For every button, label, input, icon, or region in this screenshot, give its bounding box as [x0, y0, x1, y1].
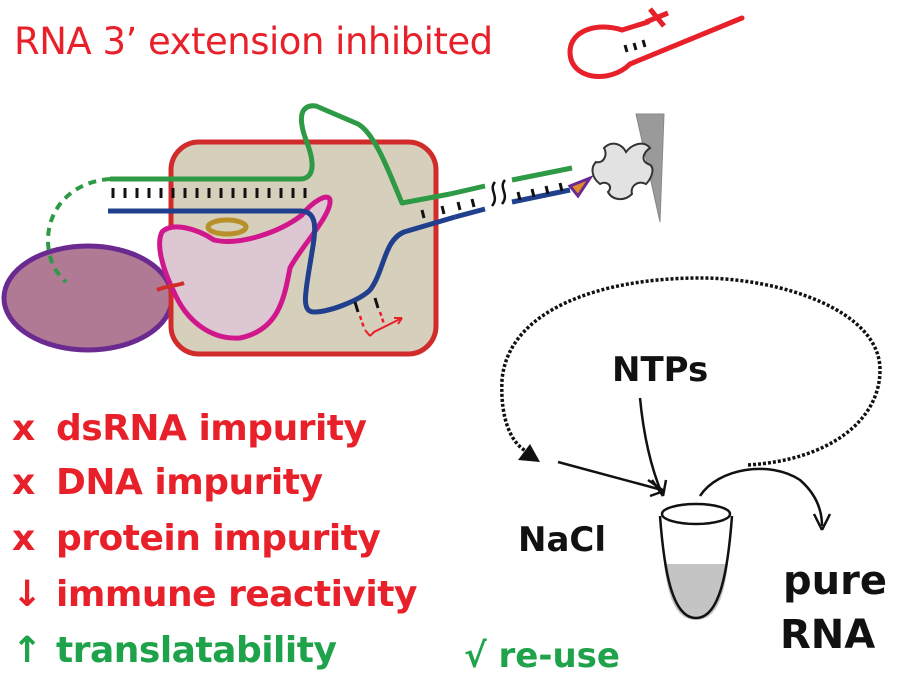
downstream-base-pairs [420, 182, 564, 219]
purple-protein-domain [1, 243, 175, 353]
benefit-label: DNA impurity [56, 462, 323, 503]
benefit-protein: x protein impurity [12, 518, 381, 559]
blocked-x-icon [645, 7, 669, 28]
binding-bead [591, 142, 654, 200]
reaction-tube-icon [658, 502, 734, 620]
down-arrow-icon: ↓ [12, 574, 42, 615]
dna-strand [108, 208, 456, 315]
reuse-arrowhead [518, 444, 540, 462]
pink-protein-domain [157, 194, 333, 341]
rna-strand [110, 103, 451, 206]
reuse-label: √ re-use [464, 636, 620, 676]
dna-strand-exit [454, 187, 571, 220]
duplex-base-pairs [111, 188, 307, 198]
dashed-rna-linker [45, 177, 111, 284]
ntps-label: NTPs [612, 350, 709, 390]
diagram-title: RNA 3’ extension inhibited [14, 20, 493, 63]
benefit-translatability: ↑ translatability [12, 630, 337, 671]
ntps-arrow [638, 397, 664, 495]
up-arrow-icon: ↑ [12, 630, 42, 671]
benefit-dna: x DNA impurity [12, 462, 323, 503]
benefit-label: immune reactivity [56, 574, 417, 615]
nacl-label: NaCl [518, 520, 607, 560]
ring-domain [205, 217, 249, 237]
x-icon: x [12, 408, 35, 449]
benefit-label: translatability [56, 630, 337, 671]
x-icon: x [12, 518, 35, 559]
output-label-line1: pure [783, 558, 887, 604]
hairpin-rna-icon [567, 15, 745, 79]
hairpin-base-pairs-icon [623, 39, 647, 53]
benefit-label: dsRNA impurity [56, 408, 367, 449]
benefit-immune: ↓ immune reactivity [12, 574, 417, 615]
reuse-cycle-arrow [500, 276, 882, 467]
rna-strand-exit [449, 165, 573, 197]
nacl-arrow [557, 460, 663, 492]
sequence-break-icon [490, 179, 507, 207]
promoter-icon [353, 297, 403, 337]
benefit-dsrna: x dsRNA impurity [12, 408, 367, 449]
ntps-arrowhead [650, 479, 668, 497]
affinity-tag-icon [567, 174, 594, 199]
benefit-label: protein impurity [56, 518, 381, 559]
output-arrow [698, 467, 824, 527]
x-icon: x [12, 462, 35, 503]
output-arrowhead [812, 513, 832, 531]
output-label-line2: RNA [780, 612, 876, 658]
linker-junction-mark [156, 281, 185, 292]
